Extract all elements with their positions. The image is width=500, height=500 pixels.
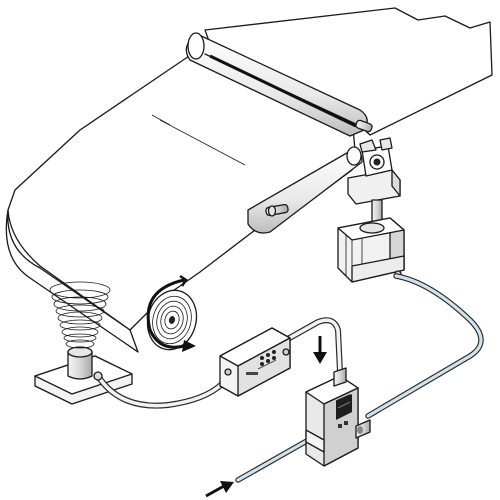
air-inlet-arrow [205,481,234,498]
valve-unit [305,367,371,467]
lower-roller [247,146,363,234]
upper-roller [185,32,373,137]
coil-spring [49,281,111,349]
take-up-reel [146,289,198,351]
sensor-box [219,327,291,397]
pneumatic-cylinder [337,217,405,283]
web-belt [5,7,493,353]
bearing-clamp [347,137,401,205]
signal-cable [93,317,343,409]
pressure-down-arrow [313,336,327,364]
air-tube [235,273,484,483]
indicator-leds [246,350,277,375]
rotation-arrow [146,274,196,352]
